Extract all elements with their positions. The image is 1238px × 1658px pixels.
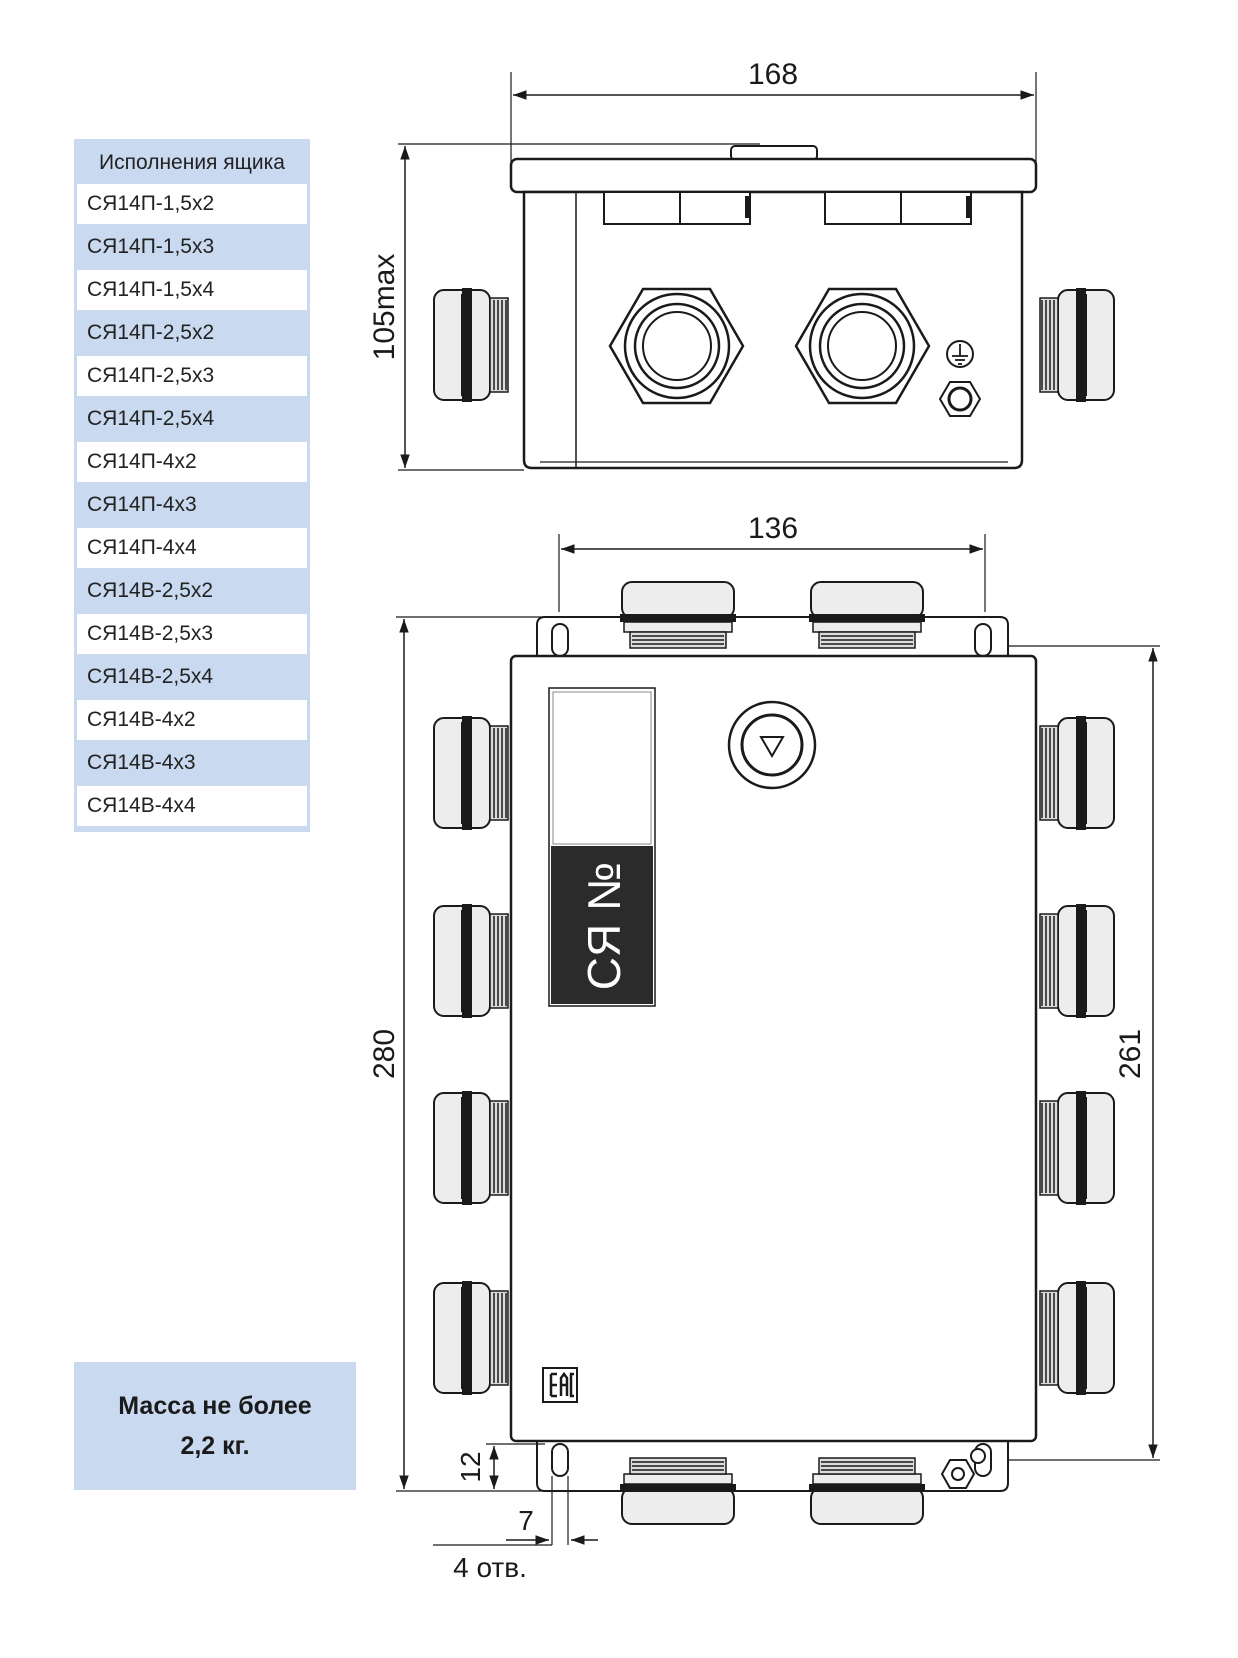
dim-hole-size: 7: [518, 1505, 534, 1536]
variant-row: СЯ14П-2,5х4: [77, 399, 307, 439]
variant-row: СЯ14П-2,5х3: [77, 356, 307, 396]
warning-indicator: [727, 700, 817, 790]
variant-row: СЯ14В-2,5х2: [77, 571, 307, 611]
dim-top-height: 105max: [368, 254, 401, 361]
dim-hole-offset: 12: [455, 1451, 486, 1482]
variant-row: СЯ14П-4х2: [77, 442, 307, 482]
dim-body-height: 261: [1114, 1029, 1147, 1079]
mass-note-line1: Масса не более: [118, 1392, 312, 1420]
dim-mount-width: 136: [748, 512, 798, 545]
variants-table-header: Исполнения ящика: [99, 151, 285, 174]
variant-row: СЯ14П-1,5х4: [77, 270, 307, 310]
variants-table: Исполнения ящика СЯ14П-1,5х2 СЯ14П-1,5х3…: [74, 139, 310, 832]
warning-triangle-icon: [759, 736, 785, 758]
front-view: 136 280 261: [368, 512, 1160, 1583]
variant-row: СЯ14П-4х4: [77, 528, 307, 568]
dim-total-height: 280: [368, 1029, 401, 1079]
label-plate: СЯ №: [548, 687, 656, 1007]
eac-mark-icon: [542, 1367, 578, 1403]
front-gland: [608, 287, 745, 405]
front-gland: [794, 287, 931, 405]
variant-row: СЯ14П-1,5х3: [77, 227, 307, 267]
side-elevation-view: 168 105max: [368, 58, 1115, 471]
earth-ground-icon: [946, 340, 974, 368]
variant-row: СЯ14В-2,5х4: [77, 657, 307, 697]
variant-row: СЯ14В-2,5х3: [77, 614, 307, 654]
variant-row: СЯ14В-4х3: [77, 743, 307, 783]
variant-row: СЯ14В-4х2: [77, 700, 307, 740]
variant-row: СЯ14В-4х4: [77, 786, 307, 826]
variant-row: СЯ14П-1,5х2: [77, 184, 307, 224]
label-plate-text: СЯ №: [578, 862, 630, 991]
variant-row: СЯ14П-2,5х2: [77, 313, 307, 353]
holes-note: 4 отв.: [453, 1552, 527, 1583]
dim-top-width: 168: [748, 58, 798, 91]
variant-row: СЯ14П-4х3: [77, 485, 307, 525]
mass-note-line2: 2,2 кг.: [180, 1432, 250, 1460]
mass-note: Масса не более 2,2 кг.: [74, 1362, 356, 1490]
